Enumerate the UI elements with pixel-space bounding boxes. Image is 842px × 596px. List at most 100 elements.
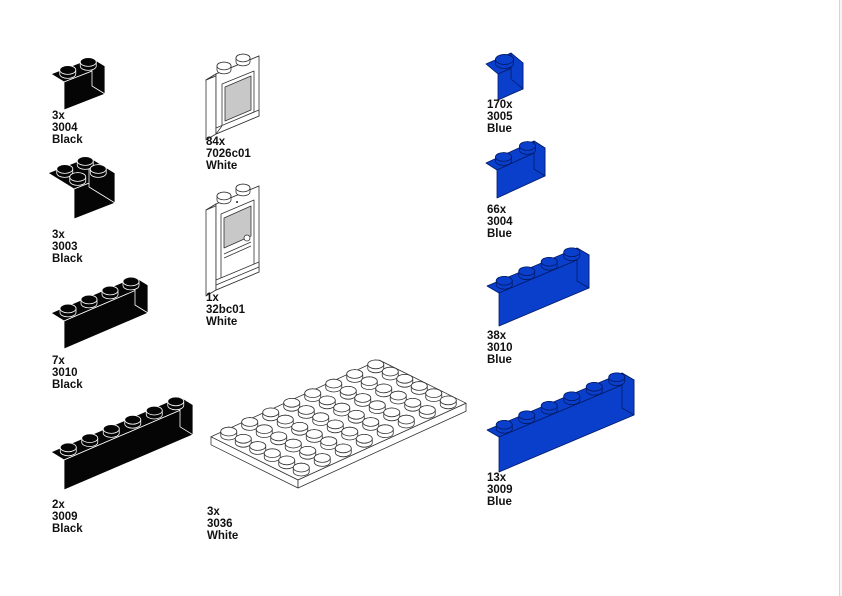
plate-6x8-white-icon bbox=[210, 359, 467, 489]
stud bbox=[563, 391, 581, 406]
part-number: 3004 bbox=[487, 216, 513, 228]
part-number: 3009 bbox=[487, 484, 513, 496]
part-number: 7026c01 bbox=[206, 148, 251, 160]
part-quantity: 3x bbox=[52, 110, 65, 122]
stud bbox=[354, 393, 372, 407]
part-label: 13x 3009 Blue bbox=[487, 472, 513, 508]
part-label: 38x 3010 Blue bbox=[487, 330, 513, 366]
brick-2x1-black-icon bbox=[50, 57, 106, 111]
stud bbox=[263, 448, 281, 462]
part-color: Blue bbox=[487, 354, 512, 366]
part-label: 66x 3004 Blue bbox=[487, 204, 513, 240]
stud bbox=[80, 294, 98, 309]
stud bbox=[397, 414, 415, 429]
stud bbox=[495, 275, 513, 290]
part-color: Black bbox=[52, 253, 83, 265]
stud bbox=[355, 434, 373, 448]
stud bbox=[235, 53, 251, 67]
part-color: White bbox=[206, 316, 238, 328]
stud bbox=[540, 400, 558, 415]
stud bbox=[495, 152, 512, 166]
stud bbox=[312, 412, 330, 426]
stud bbox=[495, 419, 513, 434]
stud bbox=[89, 164, 107, 178]
stud bbox=[235, 183, 251, 197]
stud bbox=[404, 398, 422, 412]
stud bbox=[346, 369, 364, 383]
stud bbox=[292, 462, 310, 477]
stud bbox=[220, 426, 238, 441]
stud bbox=[59, 303, 77, 318]
stud bbox=[341, 426, 359, 441]
brick-2x2-black-icon bbox=[47, 156, 116, 220]
stud bbox=[320, 436, 338, 450]
stud bbox=[360, 376, 378, 390]
stud bbox=[347, 410, 365, 424]
stud bbox=[216, 191, 232, 205]
part-quantity: 7x bbox=[52, 355, 65, 367]
stud bbox=[216, 61, 232, 75]
stud bbox=[333, 402, 351, 417]
stud bbox=[339, 385, 357, 400]
stud bbox=[325, 378, 343, 393]
part-number: 3009 bbox=[52, 511, 78, 523]
stud bbox=[389, 390, 407, 405]
stud bbox=[383, 407, 401, 422]
part-color: Blue bbox=[487, 496, 512, 508]
stud bbox=[145, 405, 163, 420]
part-label: 7x 3010 Black bbox=[52, 355, 83, 391]
stud bbox=[234, 434, 252, 448]
part-quantity: 1x bbox=[206, 292, 219, 304]
stud bbox=[299, 446, 317, 460]
stud bbox=[381, 366, 399, 381]
stud bbox=[418, 405, 436, 419]
stud bbox=[367, 359, 385, 374]
stud bbox=[81, 433, 99, 447]
part-quantity: 13x bbox=[487, 472, 507, 484]
stud bbox=[76, 156, 94, 170]
stud bbox=[270, 431, 288, 446]
part-quantity: 84x bbox=[206, 136, 226, 148]
stud bbox=[326, 419, 344, 434]
stud bbox=[241, 417, 259, 431]
part-color: Blue bbox=[487, 123, 512, 135]
stud bbox=[334, 443, 352, 458]
brick-4x1-black-icon bbox=[50, 276, 149, 350]
part-quantity: 170x bbox=[487, 99, 513, 111]
part-label: 3x 3036 White bbox=[207, 506, 238, 542]
stud bbox=[439, 395, 457, 410]
stud bbox=[410, 381, 428, 395]
stud bbox=[59, 442, 77, 457]
part-number: 3010 bbox=[487, 342, 513, 354]
part-quantity: 38x bbox=[487, 330, 507, 342]
brick-6x1-blue-icon bbox=[486, 372, 635, 473]
stud bbox=[102, 424, 120, 438]
stud bbox=[283, 398, 301, 412]
part-number: 3010 bbox=[52, 367, 78, 379]
stud bbox=[79, 57, 97, 71]
stud bbox=[291, 422, 309, 436]
stud bbox=[376, 424, 394, 438]
stud bbox=[585, 381, 603, 396]
stud bbox=[304, 388, 322, 402]
stud bbox=[305, 429, 323, 443]
brick-2x1-blue-icon bbox=[485, 140, 546, 199]
door-frame-icon bbox=[205, 183, 260, 297]
part-label: 3x 3004 Black bbox=[52, 110, 83, 146]
part-number: 3036 bbox=[207, 518, 233, 530]
stud bbox=[425, 388, 443, 402]
part-label: 170x 3005 Blue bbox=[487, 99, 513, 135]
stud bbox=[276, 414, 294, 429]
stud bbox=[69, 172, 87, 186]
stud bbox=[249, 441, 267, 455]
window-frame-icon bbox=[205, 53, 260, 141]
stud bbox=[56, 164, 74, 178]
part-quantity: 3x bbox=[52, 229, 65, 241]
part-color: Black bbox=[52, 523, 83, 535]
brick-6x1-black-icon bbox=[50, 396, 194, 491]
stud bbox=[59, 65, 77, 79]
stud bbox=[375, 383, 393, 398]
page-edge bbox=[839, 0, 840, 596]
stud bbox=[495, 54, 514, 69]
stud bbox=[362, 417, 380, 431]
